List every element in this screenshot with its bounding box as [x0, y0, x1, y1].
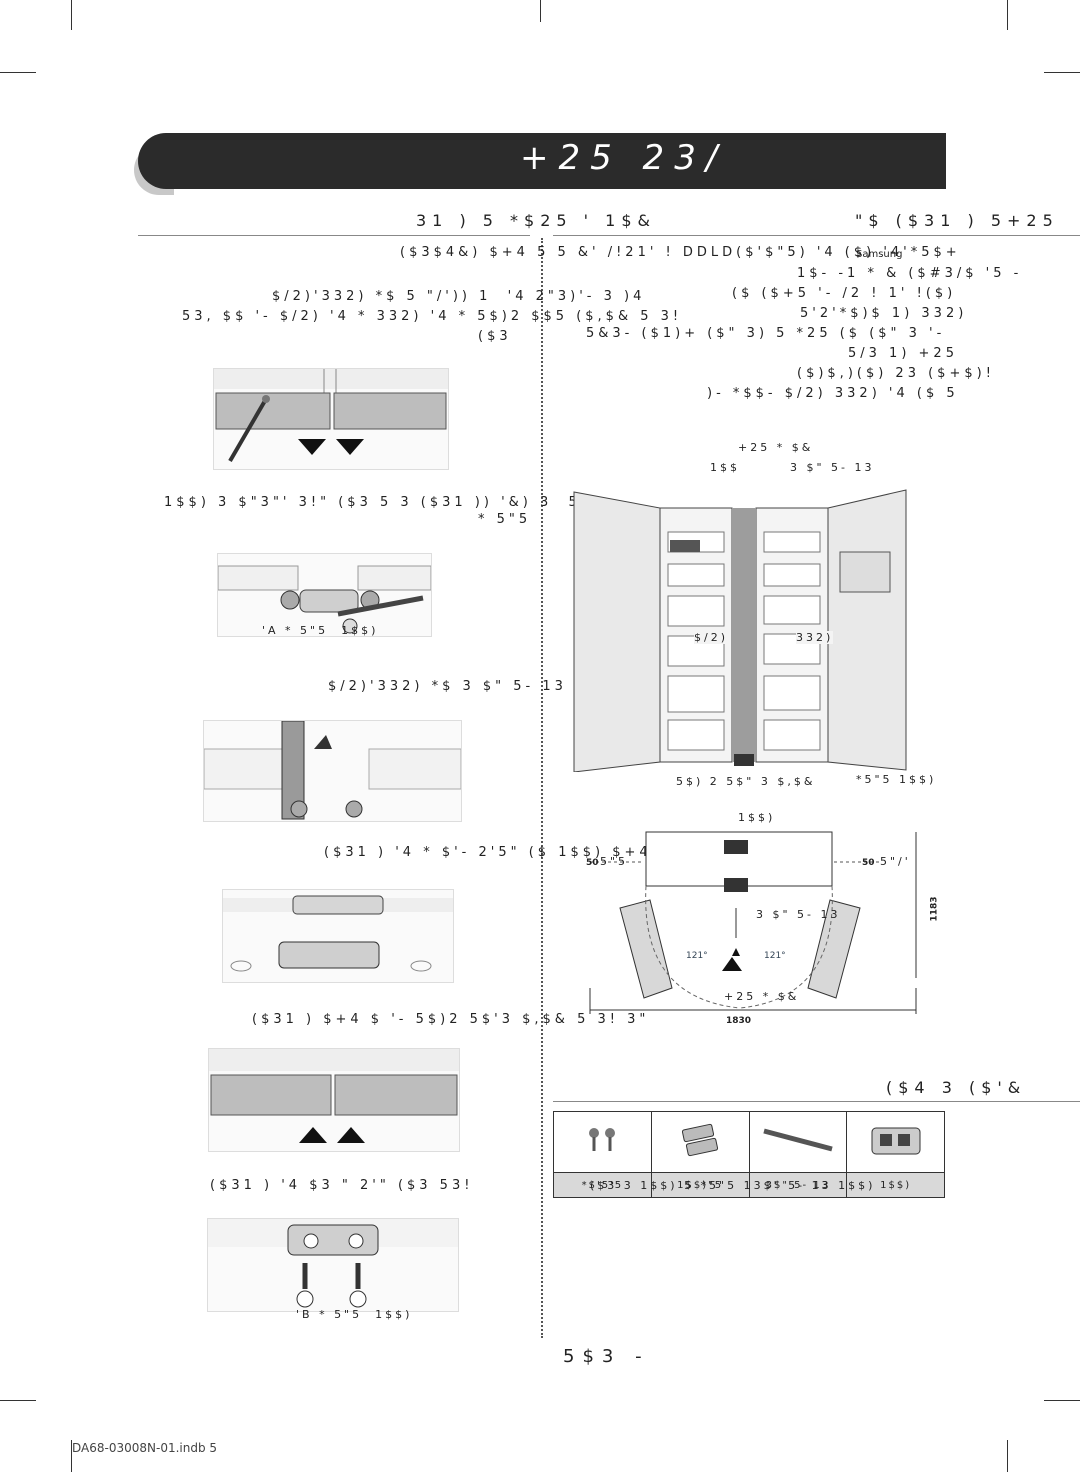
fridge-arrow-label: 1$$	[710, 461, 740, 474]
bracket-cell	[846, 1111, 945, 1173]
plan-right-unit: 5"/'	[880, 855, 911, 868]
bracket-screws-figure	[207, 1218, 459, 1312]
right-intro-line: ($)$,)($) 23 ($+$)!	[797, 366, 995, 381]
fridge-illustration	[570, 472, 910, 773]
crop-mark	[71, 0, 72, 30]
column-divider	[541, 238, 543, 1338]
crop-mark	[1007, 0, 1008, 30]
right-section-heading: "$ ($31 ) 5+25	[855, 211, 1059, 230]
crop-mark	[0, 72, 36, 73]
accessories-rule	[553, 1101, 1080, 1102]
accessory-label: 3$" 5- 13	[748, 1172, 848, 1198]
plan-left-unit: 5"5	[600, 855, 629, 868]
door-lift-figure	[203, 720, 462, 822]
crop-mark	[1044, 72, 1080, 73]
footer-file-name: DA68-03008N-01.indb 5	[72, 1441, 218, 1455]
left-intro-line: $/2)'332) *$ 5 "/')) 1 '4 2"3)'- 3 )4	[272, 289, 646, 304]
screws-icon	[589, 1128, 616, 1151]
hinge-plate-icon	[682, 1123, 719, 1157]
fridge-bottom-right-label: *5"5 1$$)	[856, 773, 937, 786]
accessory-label: *$'5'5	[553, 1172, 652, 1198]
step-4-text: ($31 ) $+4 $ '- 5$)2 5$'3 $,$& 5 3! 3"	[252, 1012, 650, 1027]
door-removal-figure	[213, 368, 449, 470]
plan-bottom-label: +25 * $&	[724, 990, 800, 1003]
left-intro-line: ($3	[478, 329, 512, 344]
right-intro-line: ($ ($+5 '- /2 ! 1' !($)	[732, 286, 957, 301]
screws-cell	[553, 1111, 652, 1173]
page-title: +25 23/	[520, 138, 728, 178]
step-3-text: ($31 ) '4 * $'- 2'5" ($ 1$$) $+4 2	[324, 845, 673, 860]
door-clearance-diagram	[580, 828, 940, 1018]
plan-top-label: 1$$)	[738, 811, 776, 824]
plan-left-dim: 50	[586, 858, 599, 868]
accessories-heading: ($4 3 ($'&	[886, 1078, 1027, 1097]
accessories-table: *$'5'5 1$$)"5 3$" 5- 13 1$$)	[553, 1111, 945, 1198]
seal-strip-icon	[763, 1128, 833, 1152]
left-intro-line: 53, $$ '- $/2) '4 * 332) '4 * 5$)2 $$5 (…	[182, 309, 683, 324]
accessory-label: 1$$)"5	[650, 1172, 750, 1198]
page-number: 5$3 -	[563, 1346, 650, 1367]
hinge-wrench-figure	[217, 553, 432, 637]
plan-right-dim: 50	[862, 858, 875, 868]
right-heading-rule	[553, 235, 1080, 236]
bracket-icon	[871, 1127, 921, 1155]
hinge-parts-figure	[222, 889, 454, 983]
fridge-right-tag: 332)	[796, 631, 834, 644]
fridge-bottom-left-label: 5$) 2 5$" 3 $,$&	[676, 775, 816, 788]
crop-mark	[0, 1400, 36, 1401]
title-banner	[138, 133, 946, 189]
left-heading-rule	[138, 235, 530, 236]
right-intro-line: 1$- -1 * & ($#3/$ '5 -	[797, 266, 1023, 281]
plan-width-dim: 1830	[726, 1016, 752, 1026]
right-intro-line: 5'2'*$)$ 1) 332)	[800, 306, 968, 321]
plan-center-label: 3 $" 5- 13	[756, 908, 841, 921]
left-intro-line: ($3$4&) $+4 5 5 &' /!21' ! DDLD($'$"5) '…	[400, 245, 961, 260]
crop-mark	[1007, 1440, 1008, 1472]
fridge-arrow-right-label: 3 $" 5- 13	[790, 461, 875, 474]
fridge-top-label: +25 * $&	[738, 441, 814, 454]
figure-b-label: 'B * 5"5 1$$)	[296, 1308, 413, 1321]
figure-a-label: 'A * 5"5 1$$)	[262, 624, 379, 637]
accessory-label: 1$$)	[846, 1172, 945, 1198]
right-intro-line: )- *$$- $/2) 332) '4 ($ 5	[707, 386, 959, 401]
right-intro-line: 5&3- ($1)+ ($" 3) 5 *25 ($ ($" 3 '-	[586, 326, 946, 341]
crop-mark	[71, 1440, 72, 1472]
crop-mark	[1044, 1400, 1080, 1401]
plan-angle-right: 121°	[764, 951, 786, 961]
plan-angle-left: 121°	[686, 951, 708, 961]
samsung-brand: Samsung	[856, 249, 903, 260]
accessories-caption: ($3 3 1$$) 5 *5"5 13$" 5- 13 1$$)	[590, 1179, 876, 1192]
door-reinstall-figure	[208, 1048, 460, 1152]
left-section-heading: 31 ) 5 *$25 ' 1$&	[416, 211, 656, 230]
step-1-subtext: * 5"5	[478, 512, 532, 527]
strip-cell	[748, 1111, 848, 1173]
crop-mark	[540, 0, 541, 22]
right-intro-line: 5/3 1) +25	[848, 346, 958, 361]
fridge-left-tag: $/2)	[694, 631, 728, 644]
step-5-text: ($31 ) '4 $3 " 2'" ($3 53!	[210, 1178, 474, 1193]
up-arrow-icon	[722, 957, 742, 971]
step-1-text: 1$$) 3 $"3"' 3!" ($3 5 3 ($31 )) '&) 3 5…	[164, 495, 602, 510]
plan-height-dim: 1183	[929, 896, 940, 922]
plates-cell	[650, 1111, 750, 1173]
